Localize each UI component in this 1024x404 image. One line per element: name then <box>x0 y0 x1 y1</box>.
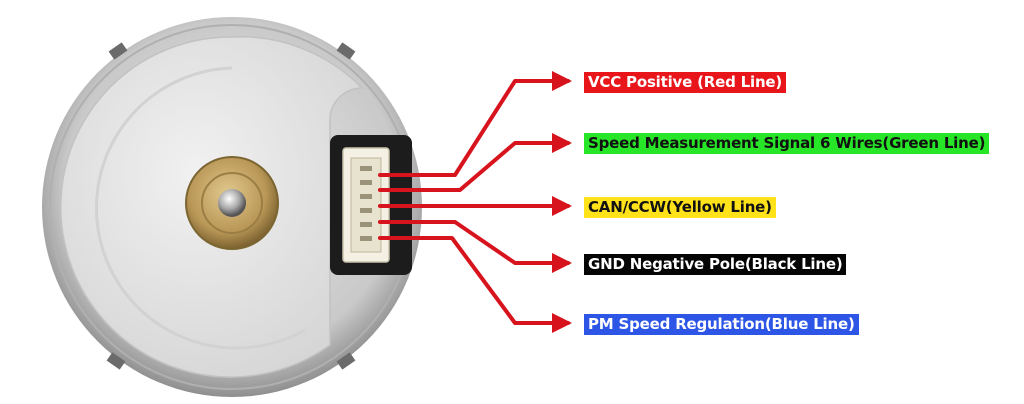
label-speed-measurement-signal: Speed Measurement Signal 6 Wires(Green L… <box>584 133 990 154</box>
label-vcc-positive: VCC Positive (Red Line) <box>584 72 787 93</box>
label-pm-speed-regulation: PM Speed Regulation(Blue Line) <box>584 314 859 335</box>
label-can-ccw: CAN/CCW(Yellow Line) <box>584 197 776 218</box>
wire-arrow-pm <box>378 236 572 333</box>
wire-arrow-gnd <box>378 220 572 273</box>
wire-arrow-speed-signal <box>378 133 572 192</box>
label-gnd-negative-pole: GND Negative Pole(Black Line) <box>584 254 847 275</box>
motor-shaft <box>218 189 246 217</box>
wire-arrow-vcc <box>378 71 572 177</box>
